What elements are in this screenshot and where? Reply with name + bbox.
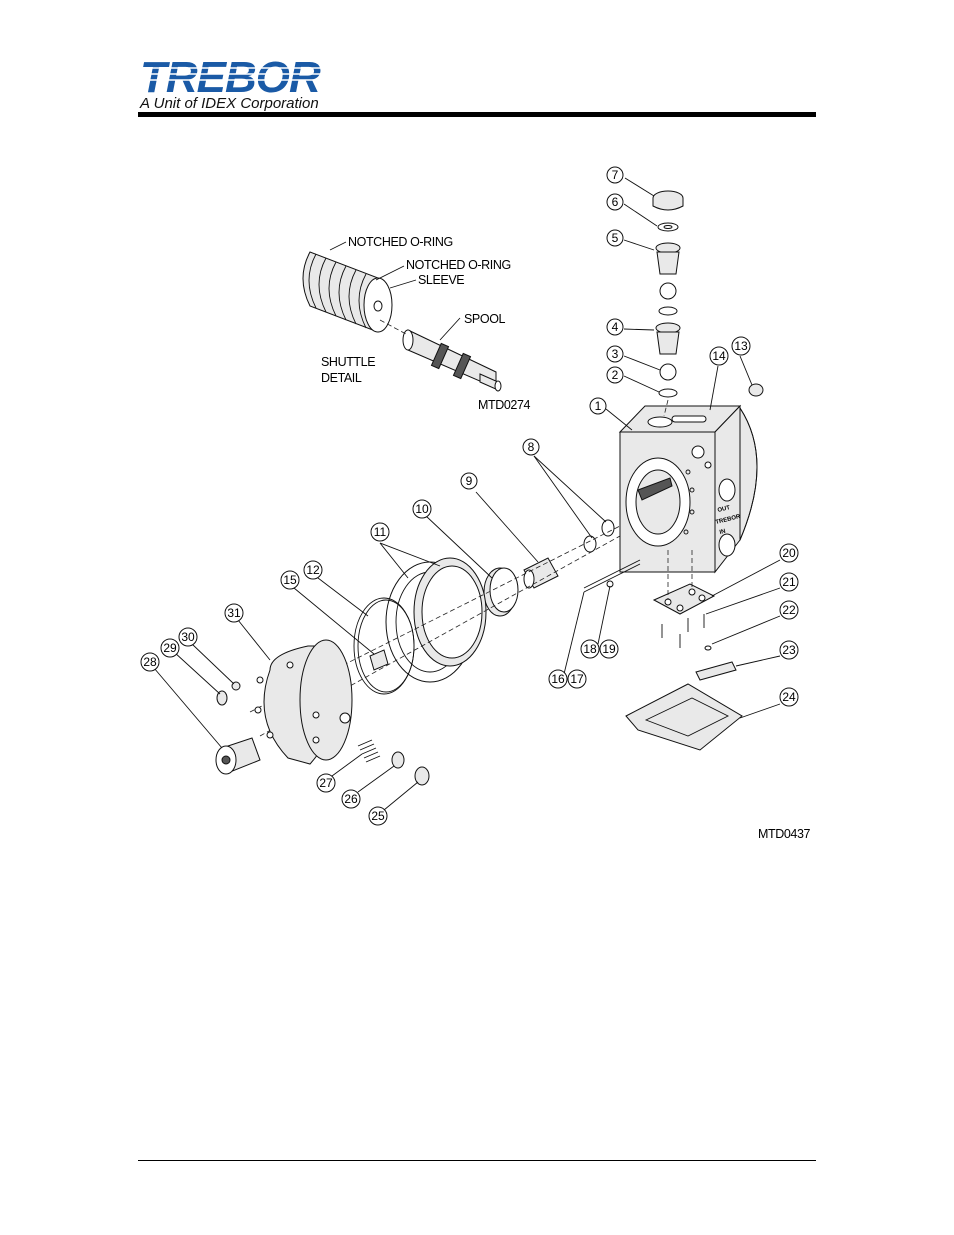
valve-stack xyxy=(652,190,764,417)
svg-text:28: 28 xyxy=(143,655,157,669)
callout-31: 31 xyxy=(224,603,244,623)
shuttle-detail: NOTCHED O-RING NOTCHED O-RING SLEEVE SPO… xyxy=(302,235,531,412)
shuttle-drawing-id: MTD0274 xyxy=(478,398,531,412)
logo-text: TREBOR xyxy=(140,54,321,102)
svg-text:5: 5 xyxy=(612,231,619,245)
svg-text:19: 19 xyxy=(602,642,616,656)
svg-text:31: 31 xyxy=(227,606,241,620)
callout-16: 16 xyxy=(548,669,568,689)
callout-1: 1 xyxy=(589,397,607,415)
callout-2: 2 xyxy=(606,366,624,384)
callout-12: 12 xyxy=(303,560,323,580)
callout-6: 6 xyxy=(606,193,624,211)
callout-3: 3 xyxy=(606,345,624,363)
callout-11: 11 xyxy=(370,522,390,542)
svg-text:17: 17 xyxy=(570,672,584,686)
svg-text:1: 1 xyxy=(595,399,602,413)
logo-wordmark: TREBOR xyxy=(138,54,338,102)
label-notched-oring-2: NOTCHED O-RING xyxy=(406,258,511,272)
label-sleeve: SLEEVE xyxy=(418,273,464,287)
main-drawing-id: MTD0437 xyxy=(758,827,811,841)
label-shuttle: SHUTTLE xyxy=(321,355,375,369)
callout-25: 25 xyxy=(368,806,388,826)
svg-text:7: 7 xyxy=(612,168,619,182)
svg-text:24: 24 xyxy=(782,690,796,704)
svg-text:16: 16 xyxy=(551,672,565,686)
svg-text:20: 20 xyxy=(782,546,796,560)
mount-parts xyxy=(625,550,743,751)
callout-19: 19 xyxy=(599,639,619,659)
center-parts xyxy=(249,519,641,737)
marking-in: IN xyxy=(719,529,726,536)
callout-9: 9 xyxy=(460,472,478,490)
end-cap xyxy=(215,639,430,786)
callout-26: 26 xyxy=(341,789,361,809)
svg-text:22: 22 xyxy=(782,603,796,617)
shuttle-sleeve xyxy=(302,251,393,333)
trebor-logo: TREBOR A Unit of IDEX Corporation xyxy=(138,54,338,112)
svg-text:29: 29 xyxy=(163,641,177,655)
label-notched-oring-1: NOTCHED O-RING xyxy=(348,235,453,249)
callout-27: 27 xyxy=(316,773,336,793)
callout-17: 17 xyxy=(567,669,587,689)
callout-5: 5 xyxy=(606,229,624,247)
callout-14: 14 xyxy=(709,346,729,366)
svg-text:13: 13 xyxy=(734,339,748,353)
callouts: 7 6 5 4 3 2 1 14 13 8 9 10 11 12 15 31 3… xyxy=(140,166,799,826)
callout-8: 8 xyxy=(522,438,540,456)
callout-18: 18 xyxy=(580,639,600,659)
pump-body: OUT TREBOR IN xyxy=(618,404,758,574)
svg-text:12: 12 xyxy=(306,563,320,577)
callout-10: 10 xyxy=(412,499,432,519)
exploded-parts-diagram: NOTCHED O-RING NOTCHED O-RING SLEEVE SPO… xyxy=(140,166,811,841)
callout-28: 28 xyxy=(140,652,160,672)
svg-text:18: 18 xyxy=(583,642,597,656)
svg-text:6: 6 xyxy=(612,195,619,209)
svg-text:21: 21 xyxy=(782,575,796,589)
callout-30: 30 xyxy=(178,627,198,647)
svg-text:15: 15 xyxy=(283,573,297,587)
svg-text:11: 11 xyxy=(374,525,387,539)
svg-text:2: 2 xyxy=(612,368,619,382)
svg-text:10: 10 xyxy=(415,502,429,516)
footer-rule xyxy=(138,1160,816,1161)
callout-20: 20 xyxy=(779,543,799,563)
svg-text:23: 23 xyxy=(782,643,796,657)
callout-13: 13 xyxy=(731,336,751,356)
svg-text:27: 27 xyxy=(319,776,333,790)
shuttle-spool xyxy=(379,319,502,392)
svg-text:30: 30 xyxy=(181,630,195,644)
svg-text:14: 14 xyxy=(712,349,726,363)
callout-leaders xyxy=(153,177,781,811)
svg-text:25: 25 xyxy=(371,809,385,823)
callout-23: 23 xyxy=(779,640,799,660)
callout-7: 7 xyxy=(606,166,624,184)
callout-22: 22 xyxy=(779,600,799,620)
label-detail: DETAIL xyxy=(321,371,362,385)
callout-21: 21 xyxy=(779,572,799,592)
label-spool: SPOOL xyxy=(464,312,506,326)
svg-text:4: 4 xyxy=(612,320,619,334)
marking-out: OUT xyxy=(717,505,731,514)
callout-15: 15 xyxy=(280,570,300,590)
svg-text:8: 8 xyxy=(528,440,535,454)
svg-text:3: 3 xyxy=(612,347,619,361)
callout-24: 24 xyxy=(779,687,799,707)
shuttle-leaders xyxy=(329,241,461,341)
callout-4: 4 xyxy=(606,318,624,336)
header-rule xyxy=(138,112,816,117)
svg-text:9: 9 xyxy=(466,474,473,488)
callout-29: 29 xyxy=(160,638,180,658)
svg-text:26: 26 xyxy=(344,792,358,806)
logo-tagline: A Unit of IDEX Corporation xyxy=(139,95,319,112)
